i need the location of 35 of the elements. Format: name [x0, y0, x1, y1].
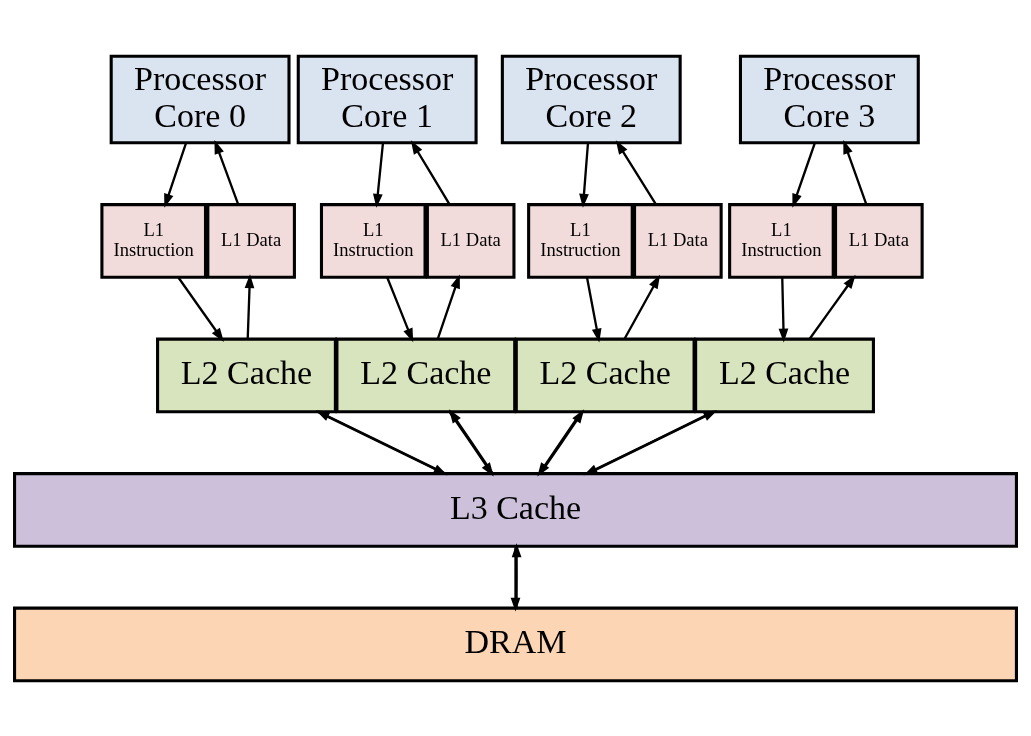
- arrow: [585, 277, 602, 342]
- node-box: L1 Instruction: [728, 202, 835, 279]
- node-box: DRAM: [13, 606, 1018, 682]
- node-box: L1 Data: [633, 202, 723, 279]
- node-box: L2 Cache: [156, 337, 337, 413]
- arrow: [579, 142, 590, 208]
- arrow: [778, 277, 789, 343]
- node-box: L1 Instruction: [100, 202, 208, 279]
- node-box: L1 Instruction: [319, 202, 427, 279]
- arrow: [843, 139, 868, 205]
- arrow: [386, 276, 414, 342]
- arrow: [615, 139, 657, 205]
- arrow: [244, 273, 255, 339]
- node-box: Processor Core 0: [109, 54, 291, 144]
- arrow: [164, 142, 188, 208]
- arrow: [511, 542, 522, 608]
- node-box: L1 Data: [206, 202, 296, 279]
- node-box: L2 Cache: [335, 337, 517, 413]
- node-box: L2 Cache: [514, 337, 696, 413]
- arrow: [214, 139, 240, 205]
- arrow: [372, 142, 385, 208]
- node-box: L2 Cache: [694, 337, 875, 413]
- node-box: L1 Data: [834, 202, 924, 279]
- arrow: [808, 274, 856, 340]
- node-box: Processor Core 3: [738, 54, 920, 144]
- node-box: Processor Core 2: [500, 54, 682, 144]
- arrow: [436, 273, 460, 339]
- node-box: L1 Data: [425, 202, 516, 279]
- arrow: [623, 274, 661, 340]
- arrow: [177, 276, 224, 342]
- node-box: L1 Instruction: [527, 202, 634, 279]
- node-box: L3 Cache: [13, 471, 1018, 548]
- arrow: [410, 139, 451, 205]
- node-box: Processor Core 1: [296, 54, 478, 144]
- arrow: [792, 142, 816, 208]
